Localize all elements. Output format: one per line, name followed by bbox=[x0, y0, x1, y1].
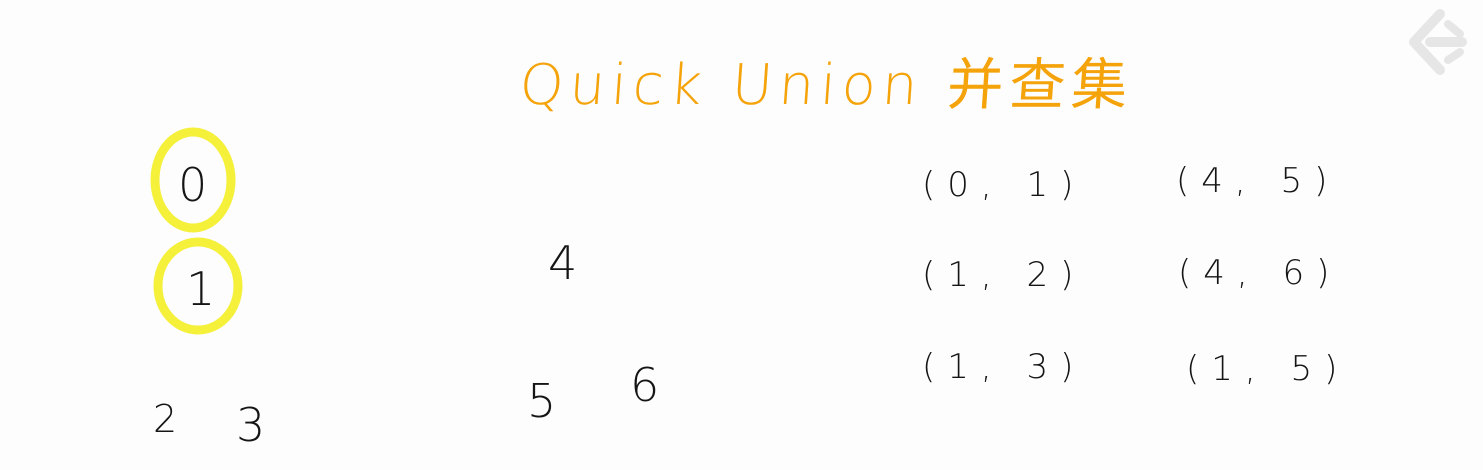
node-5: 5 bbox=[527, 374, 557, 428]
union-pair: (4, 5) bbox=[1176, 161, 1340, 201]
highlight-ring-0 bbox=[150, 127, 236, 233]
node-4: 4 bbox=[548, 236, 578, 290]
union-pair: (4, 6) bbox=[1178, 253, 1342, 293]
union-pair: (1, 2) bbox=[922, 255, 1086, 295]
node-2: 2 bbox=[153, 397, 178, 441]
union-pair: (1, 3) bbox=[922, 347, 1086, 387]
highlight-ring-1 bbox=[153, 237, 243, 335]
node-0: 0 bbox=[178, 158, 208, 212]
union-pair: (1, 5) bbox=[1186, 349, 1350, 389]
board-title: Quick Union 并查集 bbox=[517, 53, 1136, 118]
node-1: 1 bbox=[186, 262, 216, 316]
node-3: 3 bbox=[236, 398, 266, 452]
brand-logo-icon bbox=[1409, 9, 1467, 75]
union-pair: (0, 1) bbox=[922, 165, 1086, 205]
node-6: 6 bbox=[630, 358, 660, 412]
